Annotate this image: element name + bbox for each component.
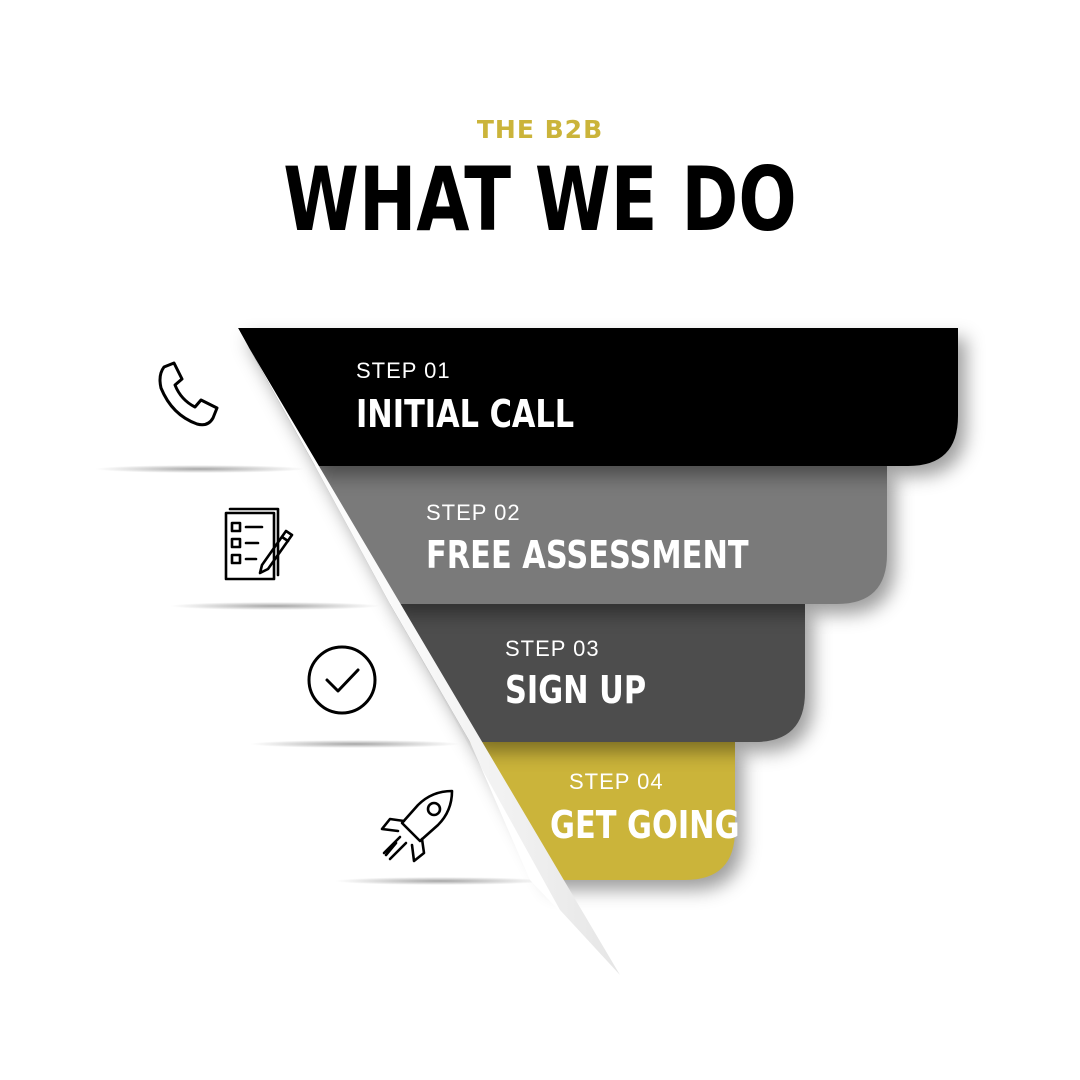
step-label-2: STEP 02 [426,500,521,525]
check-circle-icon [302,640,382,720]
step-label-4: STEP 04 [569,769,664,794]
tier-shadow-1 [95,465,305,473]
step-name-2: FREE ASSESSMENT [426,533,749,577]
step-label-1: STEP 01 [356,358,451,383]
step-label-3: STEP 03 [505,636,600,661]
step-name-3: SIGN UP [505,668,647,712]
tier-shadow-4 [335,877,545,885]
step-name-4: GET GOING [550,803,740,847]
rocket-icon [378,785,458,865]
kicker-text: THE B2B [476,115,604,144]
white-wedge-shade [190,248,620,975]
checklist-pencil-icon [218,505,298,585]
page-title: WHAT WE DO [283,148,797,251]
step-bar-3 [390,604,805,742]
phone-icon [150,355,230,435]
tier-shadow-2 [170,602,380,610]
step-bar-2 [315,466,887,604]
step-name-1: INITIAL CALL [356,392,575,436]
step-bar-1 [238,328,958,466]
tier-shadow-3 [250,740,460,748]
